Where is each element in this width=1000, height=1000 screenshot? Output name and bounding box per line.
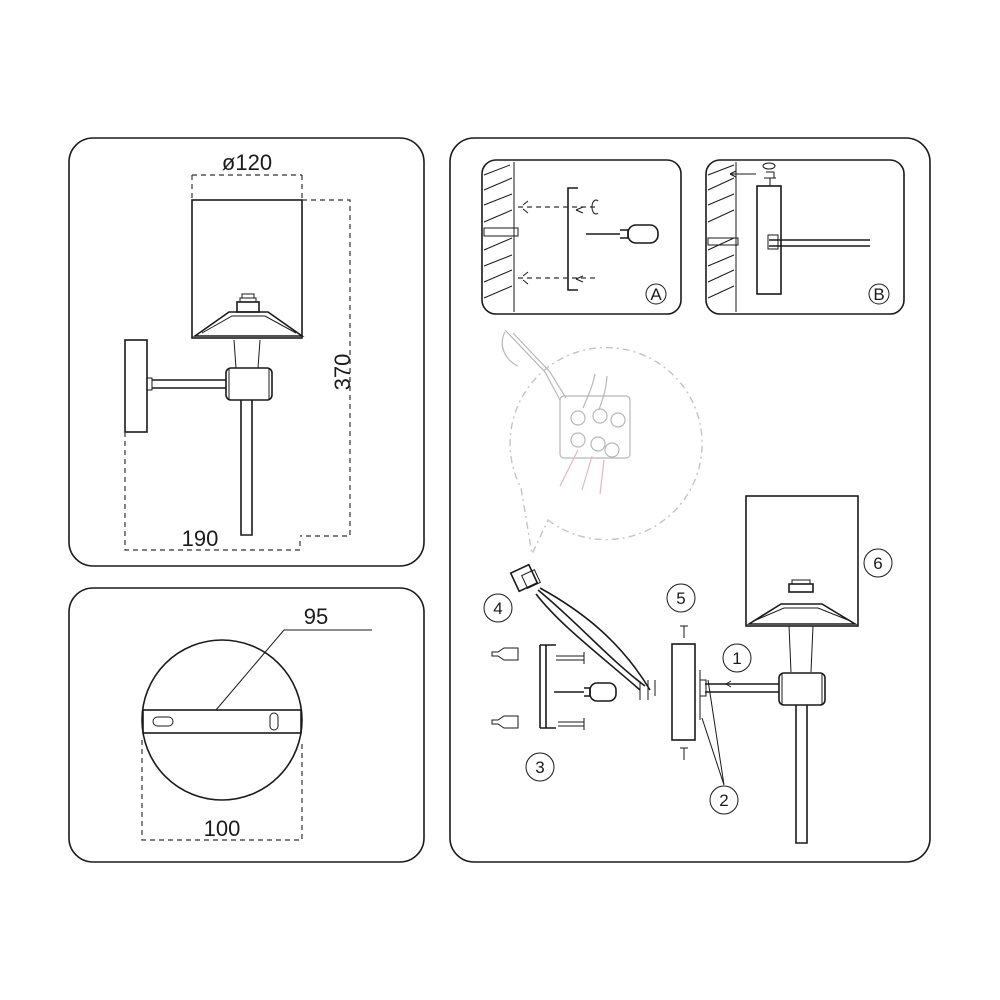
lamp-shade <box>745 495 859 627</box>
detail-b: B <box>705 159 905 315</box>
dimension-plate-diameter: 100 <box>204 816 241 841</box>
step-6-label: 6 <box>873 554 882 573</box>
detail-a-label: A <box>650 285 662 304</box>
lamp-assembly <box>699 495 859 844</box>
step-1-label: 1 <box>732 649 741 668</box>
lampshade <box>191 199 303 339</box>
step-2-label: 2 <box>719 791 728 810</box>
dimension-height: 370 <box>330 354 355 391</box>
detail-b-label: B <box>873 285 884 304</box>
wall-plate-assembly <box>671 625 701 760</box>
wiring-callout <box>501 329 703 557</box>
panel-mounting-plate: 95 100 <box>68 587 425 863</box>
terminal-block <box>509 563 656 700</box>
dimension-diameter: ø120 <box>222 150 272 175</box>
step-4-label: 4 <box>493 599 502 618</box>
panel-dimensions: ø120 370 190 <box>68 137 425 567</box>
step-5-label: 5 <box>676 589 685 608</box>
dimension-plate-length: 95 <box>304 604 328 629</box>
detail-a: A <box>481 159 682 315</box>
mounting-bracket <box>142 709 302 734</box>
arm-coupling <box>225 367 273 401</box>
step-3-label: 3 <box>535 758 544 777</box>
canopy-circle <box>141 639 303 801</box>
panel-installation: A B <box>449 137 931 863</box>
dimension-projection: 190 <box>182 526 219 551</box>
wall-plate <box>124 339 148 433</box>
bulb-socket <box>236 301 260 313</box>
bracket-kit <box>491 644 617 730</box>
